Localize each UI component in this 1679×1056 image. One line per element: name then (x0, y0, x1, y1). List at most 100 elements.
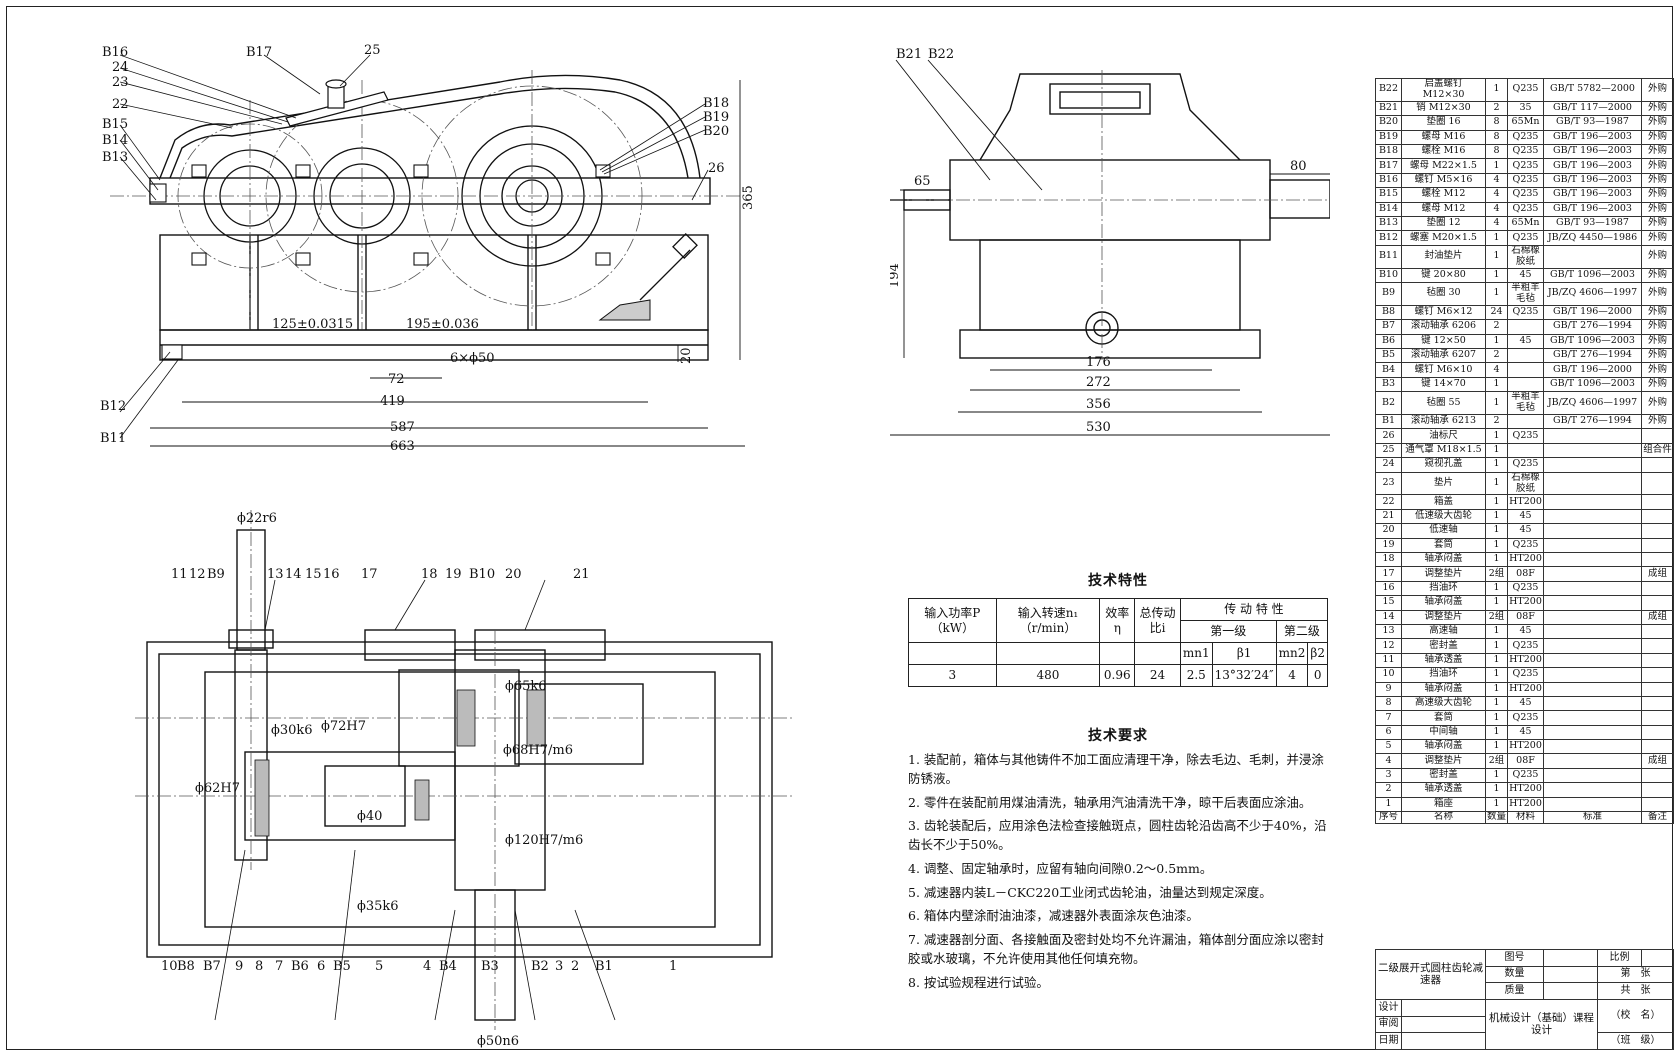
part-standard (1543, 508, 1642, 525)
part-no: 1 (1375, 796, 1402, 813)
dim-65: 65 (914, 174, 931, 189)
tech-req-list: 1. 装配前，箱体与其他铸件不加工面应清理干净，除去毛边、毛刺，并浸涂防锈液。 … (908, 751, 1328, 992)
part-standard: JB/ZQ 4606—1997 (1543, 391, 1642, 416)
dim-phi72H7: ϕ72H7 (321, 719, 366, 734)
part-no: 21 (1375, 508, 1402, 525)
label-23: 23 (112, 75, 129, 90)
label-10: 10 (161, 959, 178, 974)
dim-663: 663 (390, 439, 415, 454)
val-ratio: 24 (1134, 664, 1181, 687)
part-material: 65Mn (1507, 115, 1544, 131)
part-standard: GB/T 1096—2003 (1543, 267, 1642, 283)
part-qty: 1 (1485, 442, 1508, 459)
part-standard: GB/T 196—2003 (1543, 144, 1642, 160)
label-B15: B15 (102, 117, 128, 132)
part-qty: 1 (1485, 523, 1508, 539)
part-no: B9 (1375, 281, 1402, 306)
part-name: 毡圈 55 (1401, 391, 1486, 416)
part-standard (1543, 537, 1642, 553)
dim-phi40: ϕ40 (357, 809, 382, 824)
part-no: B3 (1375, 376, 1402, 393)
part-note (1641, 695, 1674, 712)
parts-header-row: 序号名称数量材料标准备注 (1375, 811, 1674, 824)
part-no: 15 (1375, 595, 1402, 611)
part-standard: GB/T 196—2000 (1543, 362, 1642, 378)
part-standard: GB/T 276—1994 (1543, 414, 1642, 430)
val-mn1: 2.5 (1179, 664, 1213, 687)
h-ratio: 总传动比i (1134, 598, 1181, 643)
part-qty: 1 (1485, 244, 1508, 269)
part-no: B22 (1375, 78, 1402, 102)
part-name: 垫片 (1401, 471, 1486, 496)
part-qty: 2 (1485, 414, 1508, 430)
label-8: 8 (255, 959, 263, 974)
label-B9: B9 (207, 567, 225, 582)
part-name: 调整垫片 (1401, 566, 1486, 582)
part-name: 螺钉 M5×16 (1401, 172, 1486, 189)
part-standard (1543, 566, 1642, 582)
part-note (1641, 523, 1674, 539)
part-qty: 8 (1485, 144, 1508, 160)
label-25: 25 (364, 43, 381, 58)
part-standard (1543, 681, 1642, 697)
part-qty: 1 (1485, 580, 1508, 597)
part-qty: 1 (1485, 158, 1508, 174)
part-standard (1543, 457, 1642, 473)
part-material: 45 (1507, 267, 1544, 283)
part-qty: 1 (1485, 652, 1508, 669)
val-eff: 0.96 (1099, 664, 1136, 687)
part-no: B8 (1375, 304, 1402, 321)
label-20: 20 (505, 567, 522, 582)
part-no: 25 (1375, 442, 1402, 459)
dim-194: 194 (890, 263, 902, 288)
part-standard: GB/T 196—2003 (1543, 172, 1642, 189)
label-B10: B10 (469, 567, 495, 582)
part-qty: 4 (1485, 215, 1508, 232)
part-name: 调整垫片 (1401, 753, 1486, 769)
drawing-name: 二级展开式圆柱齿轮减速器 (1375, 949, 1486, 1000)
dim-80: 80 (1290, 159, 1307, 174)
part-no: 17 (1375, 566, 1402, 582)
part-material: Q235 (1507, 144, 1544, 160)
part-no: B17 (1375, 158, 1402, 174)
part-qty: 2组 (1485, 566, 1508, 582)
part-material: Q235 (1507, 129, 1544, 146)
part-standard: GB/T 5782—2000 (1543, 78, 1642, 102)
part-qty: 1 (1485, 724, 1508, 741)
part-material: HT200 (1507, 681, 1544, 697)
label-B19: B19 (703, 110, 729, 125)
part-material: Q235 (1507, 580, 1544, 597)
part-name: 高速轴 (1401, 623, 1486, 640)
part-name: 套筒 (1401, 710, 1486, 726)
part-standard (1543, 523, 1642, 539)
part-standard (1543, 471, 1642, 496)
part-qty: 8 (1485, 115, 1508, 131)
parts-header-cell: 数量 (1485, 811, 1508, 824)
part-note: 外购 (1641, 187, 1674, 203)
label-22: 22 (112, 97, 129, 112)
part-qty: 1 (1485, 681, 1508, 697)
part-standard: GB/T 93—1987 (1543, 115, 1642, 131)
label-26: 26 (708, 161, 725, 176)
part-standard (1543, 595, 1642, 611)
part-qty: 1 (1485, 739, 1508, 755)
part-standard (1543, 551, 1642, 568)
h-stage2: 第二级 (1275, 620, 1329, 643)
parts-header-cell: 材料 (1507, 811, 1544, 824)
label-13: 13 (267, 567, 284, 582)
dim-phi68: ϕ68H7/m6 (503, 743, 573, 758)
part-name: 螺母 M16 (1401, 129, 1486, 146)
part-no: B18 (1375, 144, 1402, 160)
part-name: 滚动轴承 6213 (1401, 414, 1486, 430)
dim-195: 195±0.036 (406, 317, 479, 332)
part-material: 45 (1507, 623, 1544, 640)
